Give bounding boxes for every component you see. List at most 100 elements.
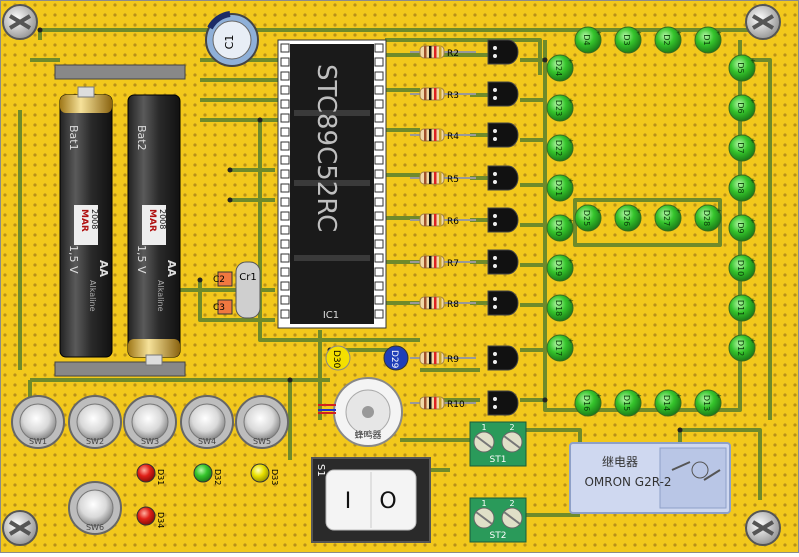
led-d6: D6+ <box>728 94 756 122</box>
screw-icon <box>745 510 781 546</box>
svg-text:D31: D31 <box>156 469 165 485</box>
status-led-d34: D34 <box>136 506 165 528</box>
buzzer-label: 蜂鸣器 <box>354 429 381 441</box>
svg-text:D2: D2 <box>662 34 671 45</box>
svg-text:2008: 2008 <box>90 209 99 229</box>
svg-text:+: + <box>750 57 756 65</box>
led-d11: D11 + <box>728 294 756 322</box>
svg-text:D4: D4 <box>582 34 591 45</box>
svg-text:+: + <box>750 217 756 225</box>
switch-ref: S1 <box>315 464 326 477</box>
svg-text:D25: D25 <box>582 210 591 226</box>
power-switch[interactable]: S1 I O <box>311 457 431 543</box>
svg-text:D14: D14 <box>662 395 671 411</box>
svg-text:+: + <box>596 207 602 215</box>
screw-icon <box>745 4 781 40</box>
button-sw1[interactable]: SW1 <box>11 395 65 449</box>
led-d20: D20+ <box>546 214 574 242</box>
led-d5: D5+ <box>728 54 756 82</box>
transistor-icon <box>487 290 519 316</box>
svg-text:D7: D7 <box>736 142 745 153</box>
svg-text:+: + <box>568 57 574 65</box>
svg-text:1,5 V: 1,5 V <box>135 245 148 274</box>
mounting-screws <box>2 4 781 546</box>
transistor-icon <box>487 207 519 233</box>
svg-text:AA: AA <box>165 260 178 278</box>
led-d2: D2+ <box>654 26 682 54</box>
button-sw3[interactable]: SW3 <box>123 395 177 449</box>
svg-text:1: 1 <box>481 499 486 508</box>
c2-label: C2 <box>213 275 225 285</box>
svg-text:D17: D17 <box>554 340 563 356</box>
svg-text:2: 2 <box>509 423 514 432</box>
svg-text:+: + <box>636 29 642 37</box>
svg-text:SW2: SW2 <box>86 437 104 446</box>
svg-text:D28: D28 <box>702 210 711 226</box>
crystal-oscillator: C2 C3 Cr1 <box>213 261 261 319</box>
button-sw5[interactable]: SW5 <box>235 395 289 449</box>
resistor-r5: R5 <box>410 171 476 185</box>
led-d27: D27+ <box>654 204 682 232</box>
resistor-r6: R6 <box>410 213 476 227</box>
svg-text:+: + <box>568 257 574 265</box>
svg-text:+: + <box>716 207 722 215</box>
status-led-d33: D33 <box>250 463 279 485</box>
led-d23: D23+ <box>546 94 574 122</box>
led-d14: D14+ <box>654 389 682 417</box>
svg-text:SW3: SW3 <box>141 437 159 446</box>
resistor-label: R10 <box>447 400 465 410</box>
led-d8: D8+ <box>728 174 756 202</box>
switch-off-symbol: O <box>379 489 396 514</box>
svg-text:+: + <box>568 97 574 105</box>
button-sw2[interactable]: SW2 <box>68 395 122 449</box>
resistor-label: R4 <box>447 132 459 142</box>
screw-icon <box>2 510 38 546</box>
screw-icon <box>2 4 38 40</box>
svg-text:D29: D29 <box>389 350 399 369</box>
svg-text:MAR: MAR <box>147 209 157 232</box>
transistor-icon <box>487 390 519 416</box>
svg-text:+: + <box>716 29 722 37</box>
svg-text:D13: D13 <box>702 395 711 411</box>
svg-text:+: + <box>596 29 602 37</box>
svg-text:D16: D16 <box>582 395 591 411</box>
svg-text:+: + <box>750 297 756 305</box>
svg-text:D8: D8 <box>736 182 745 193</box>
resistor-r4: R4 <box>410 128 476 142</box>
svg-text:MAR: MAR <box>79 209 89 232</box>
svg-text:+: + <box>750 97 756 105</box>
svg-text:D19: D19 <box>554 260 563 276</box>
led-d4: D4 + <box>574 26 602 54</box>
svg-text:D10: D10 <box>736 260 745 276</box>
diode-d29: D29 <box>383 345 409 371</box>
resistor-label: R2 <box>447 49 459 59</box>
resistor-r10: R10 <box>410 396 476 410</box>
led-d3: D3 + <box>614 26 642 54</box>
resistor-label: R8 <box>447 300 459 310</box>
c3-label: C3 <box>213 303 225 313</box>
svg-text:SW1: SW1 <box>29 437 47 446</box>
svg-text:1: 1 <box>481 423 486 432</box>
led-d1: D1+ <box>694 26 722 54</box>
button-sw4[interactable]: SW4 <box>180 395 234 449</box>
status-led-d31: D31 <box>136 463 165 485</box>
led-d24: D24+ <box>546 54 574 82</box>
svg-text:ST2: ST2 <box>490 531 507 541</box>
resistor-label: R3 <box>447 91 459 101</box>
svg-text:D3: D3 <box>622 34 631 45</box>
svg-text:+: + <box>750 137 756 145</box>
resistor-r7: R7 <box>410 255 476 269</box>
svg-text:D26: D26 <box>622 210 631 226</box>
button-sw6[interactable]: SW6 <box>68 481 122 535</box>
svg-text:D32: D32 <box>213 469 222 485</box>
led-d13: D13+ <box>694 389 722 417</box>
led-d10: D10+ <box>728 254 756 282</box>
svg-text:Alkaline: Alkaline <box>156 280 165 312</box>
svg-text:+: + <box>568 297 574 305</box>
svg-text:D11: D11 <box>736 300 745 316</box>
